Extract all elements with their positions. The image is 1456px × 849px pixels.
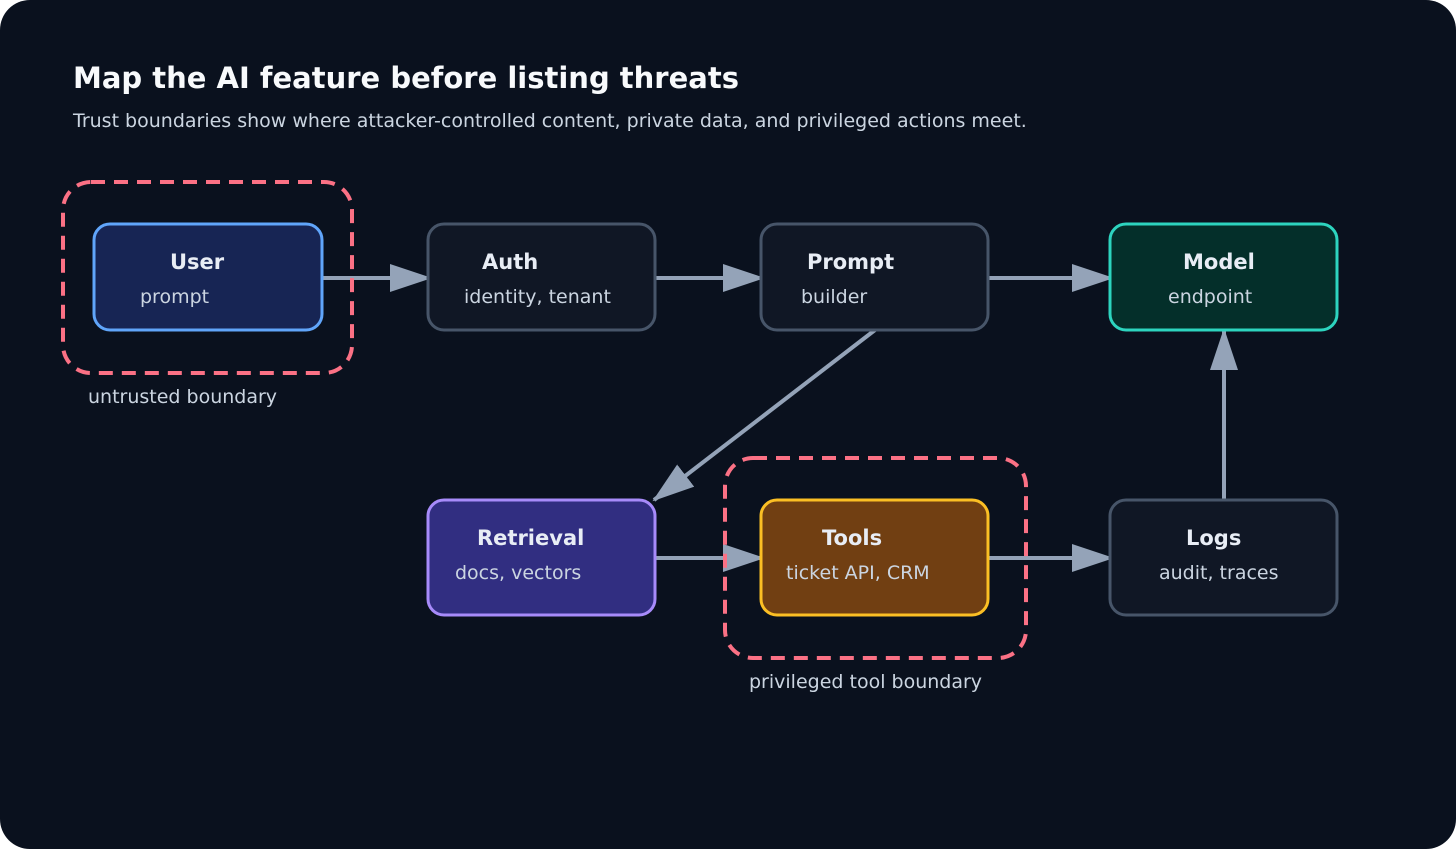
- privileged-boundary: privileged tool boundary: [723, 456, 1028, 693]
- privileged-boundary-label: privileged tool boundary: [749, 671, 982, 693]
- node-user-box: [92, 222, 324, 332]
- node-logs-subtitle: audit, traces: [1159, 562, 1279, 584]
- node-retrieval-box: [426, 498, 657, 617]
- node-auth-box: [426, 222, 657, 332]
- node-tools[interactable]: Tools ticket API, CRM: [759, 498, 990, 617]
- node-model-subtitle: endpoint: [1168, 286, 1252, 308]
- node-model-title: Model: [1183, 250, 1255, 274]
- node-user-title: User: [170, 250, 225, 274]
- node-prompt-title: Prompt: [807, 250, 894, 274]
- node-model[interactable]: Model endpoint: [1108, 222, 1339, 332]
- node-auth[interactable]: Auth identity, tenant: [426, 222, 657, 332]
- node-user[interactable]: User prompt: [92, 222, 324, 332]
- node-auth-title: Auth: [482, 250, 538, 274]
- node-retrieval-title: Retrieval: [477, 526, 584, 550]
- node-model-box: [1108, 222, 1339, 332]
- node-prompt[interactable]: Prompt builder: [759, 222, 990, 332]
- node-logs[interactable]: Logs audit, traces: [1108, 498, 1339, 617]
- untrusted-boundary-outline: [61, 180, 354, 375]
- privileged-boundary-outline: [723, 456, 1028, 660]
- connectors: [322, 264, 1238, 572]
- untrusted-boundary-label: untrusted boundary: [88, 386, 277, 408]
- node-user-subtitle: prompt: [140, 286, 209, 308]
- node-retrieval[interactable]: Retrieval docs, vectors: [426, 498, 657, 617]
- node-tools-title: Tools: [822, 526, 882, 550]
- node-prompt-subtitle: builder: [801, 286, 867, 308]
- page-title: Map the AI feature before listing threat…: [73, 61, 739, 95]
- edge-prompt-to-retrieval: [652, 328, 877, 502]
- node-logs-title: Logs: [1186, 526, 1241, 550]
- page-subtitle: Trust boundaries show where attacker-con…: [72, 110, 1027, 132]
- node-tools-box: [759, 498, 990, 617]
- node-auth-subtitle: identity, tenant: [464, 286, 611, 308]
- untrusted-boundary: untrusted boundary: [61, 180, 354, 408]
- node-tools-subtitle: ticket API, CRM: [786, 562, 930, 584]
- node-prompt-box: [759, 222, 990, 332]
- node-retrieval-subtitle: docs, vectors: [455, 562, 581, 584]
- node-logs-box: [1108, 498, 1339, 617]
